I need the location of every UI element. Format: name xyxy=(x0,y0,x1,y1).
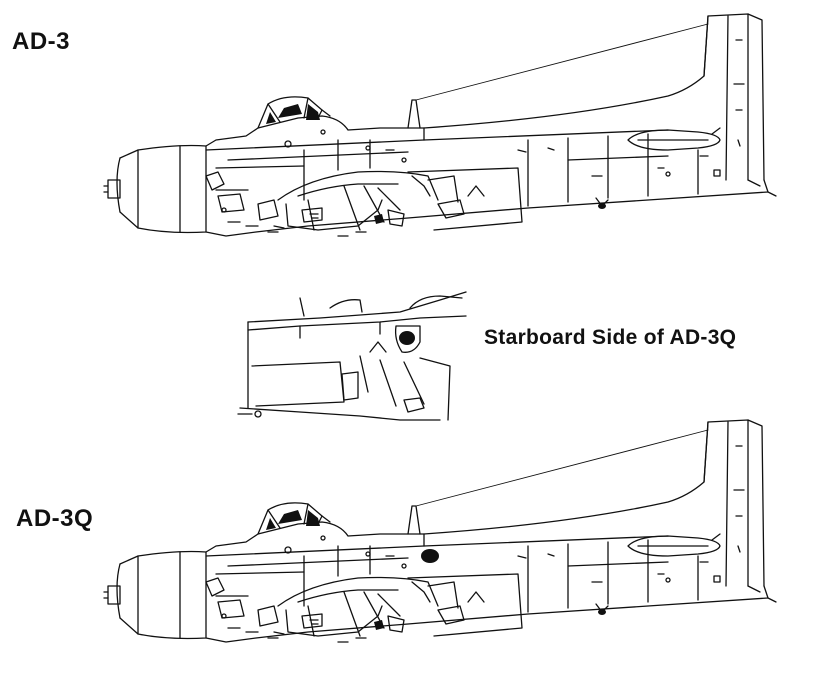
ad3q-side-view xyxy=(103,419,777,643)
ad3-side-view xyxy=(103,13,777,237)
ad3q-title: AD-3Q xyxy=(16,505,94,532)
starboard-side-partial-view xyxy=(238,292,466,420)
starboard-side-title: Starboard Side of AD-3Q xyxy=(484,326,737,349)
ad3-title: AD-3 xyxy=(12,28,71,55)
